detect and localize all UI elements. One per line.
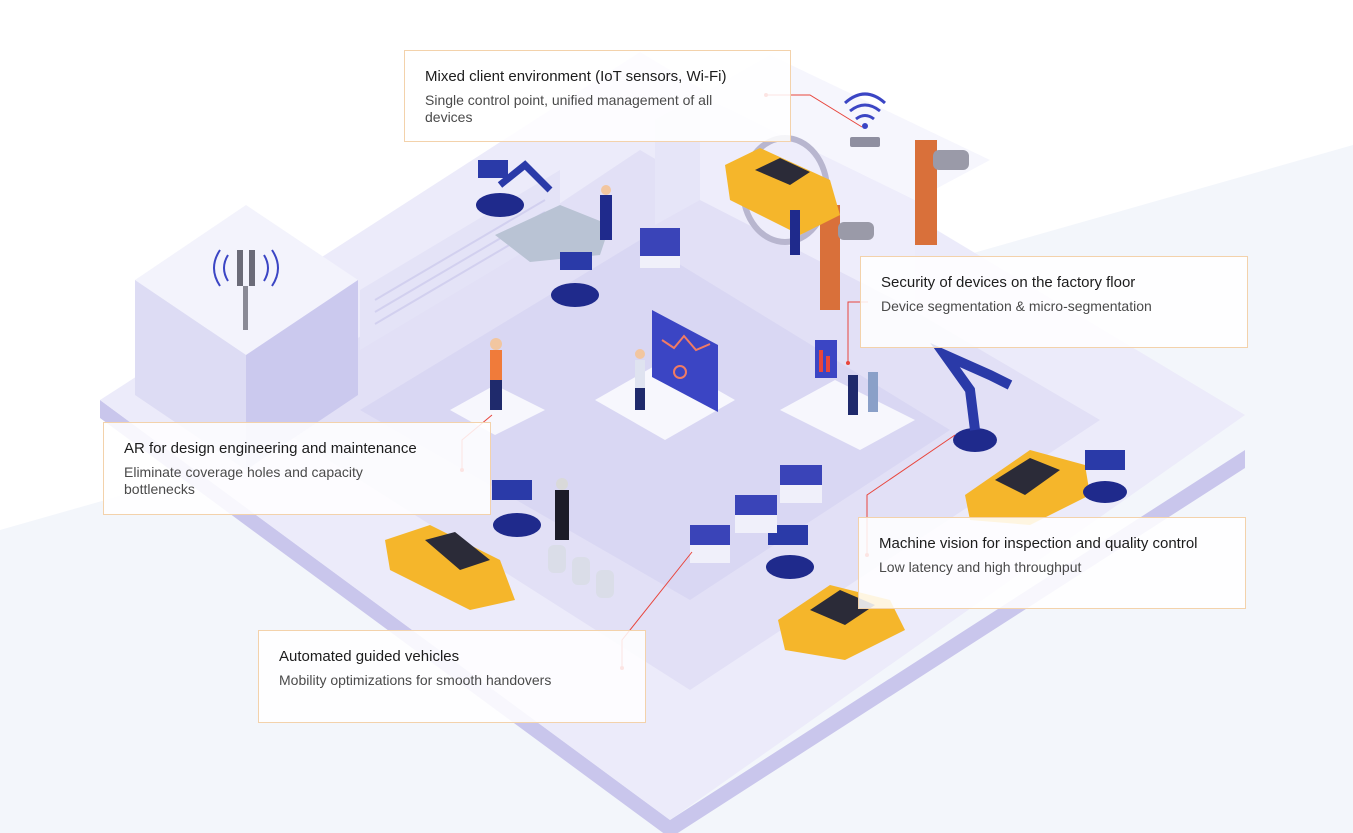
- callout-title: Security of devices on the factory floor: [881, 274, 1136, 291]
- callout-vision: Machine vision for inspection and qualit…: [858, 517, 1246, 609]
- wifi-router-icon: [843, 92, 887, 147]
- callout-iot: Mixed client environment (IoT sensors, W…: [404, 50, 791, 142]
- callout-description: Mobility optimizations for smooth handov…: [279, 672, 552, 688]
- callout-title: AR for design engineering and maintenanc…: [124, 440, 417, 457]
- callout-agv: Automated guided vehicles Mobility optim…: [258, 630, 646, 723]
- robot-arm-right: [930, 342, 1013, 452]
- robot-cell-top: [476, 160, 680, 307]
- bottom-robots: [492, 450, 1127, 579]
- callout-description: Device segmentation & micro-segmentation: [881, 298, 1152, 314]
- callout-description: Low latency and high throughput: [879, 559, 1082, 575]
- callout-security: Security of devices on the factory floor…: [860, 256, 1248, 348]
- callout-title: Automated guided vehicles: [279, 648, 460, 665]
- dashboard-screen-icon: [652, 310, 718, 412]
- cell-antenna-icon: [213, 249, 279, 330]
- callout-title: Mixed client environment (IoT sensors, W…: [425, 68, 727, 85]
- callout-description: Single control point, unified management…: [425, 92, 713, 125]
- callout-ar: AR for design engineering and maintenanc…: [103, 422, 491, 515]
- seats: [548, 545, 614, 598]
- agv-units: [690, 465, 822, 563]
- workers: [490, 185, 878, 540]
- callout-description: Eliminate coverage holes and capacity bo…: [124, 464, 363, 497]
- security-camera-pillars: [820, 140, 969, 310]
- callout-title: Machine vision for inspection and qualit…: [879, 535, 1198, 552]
